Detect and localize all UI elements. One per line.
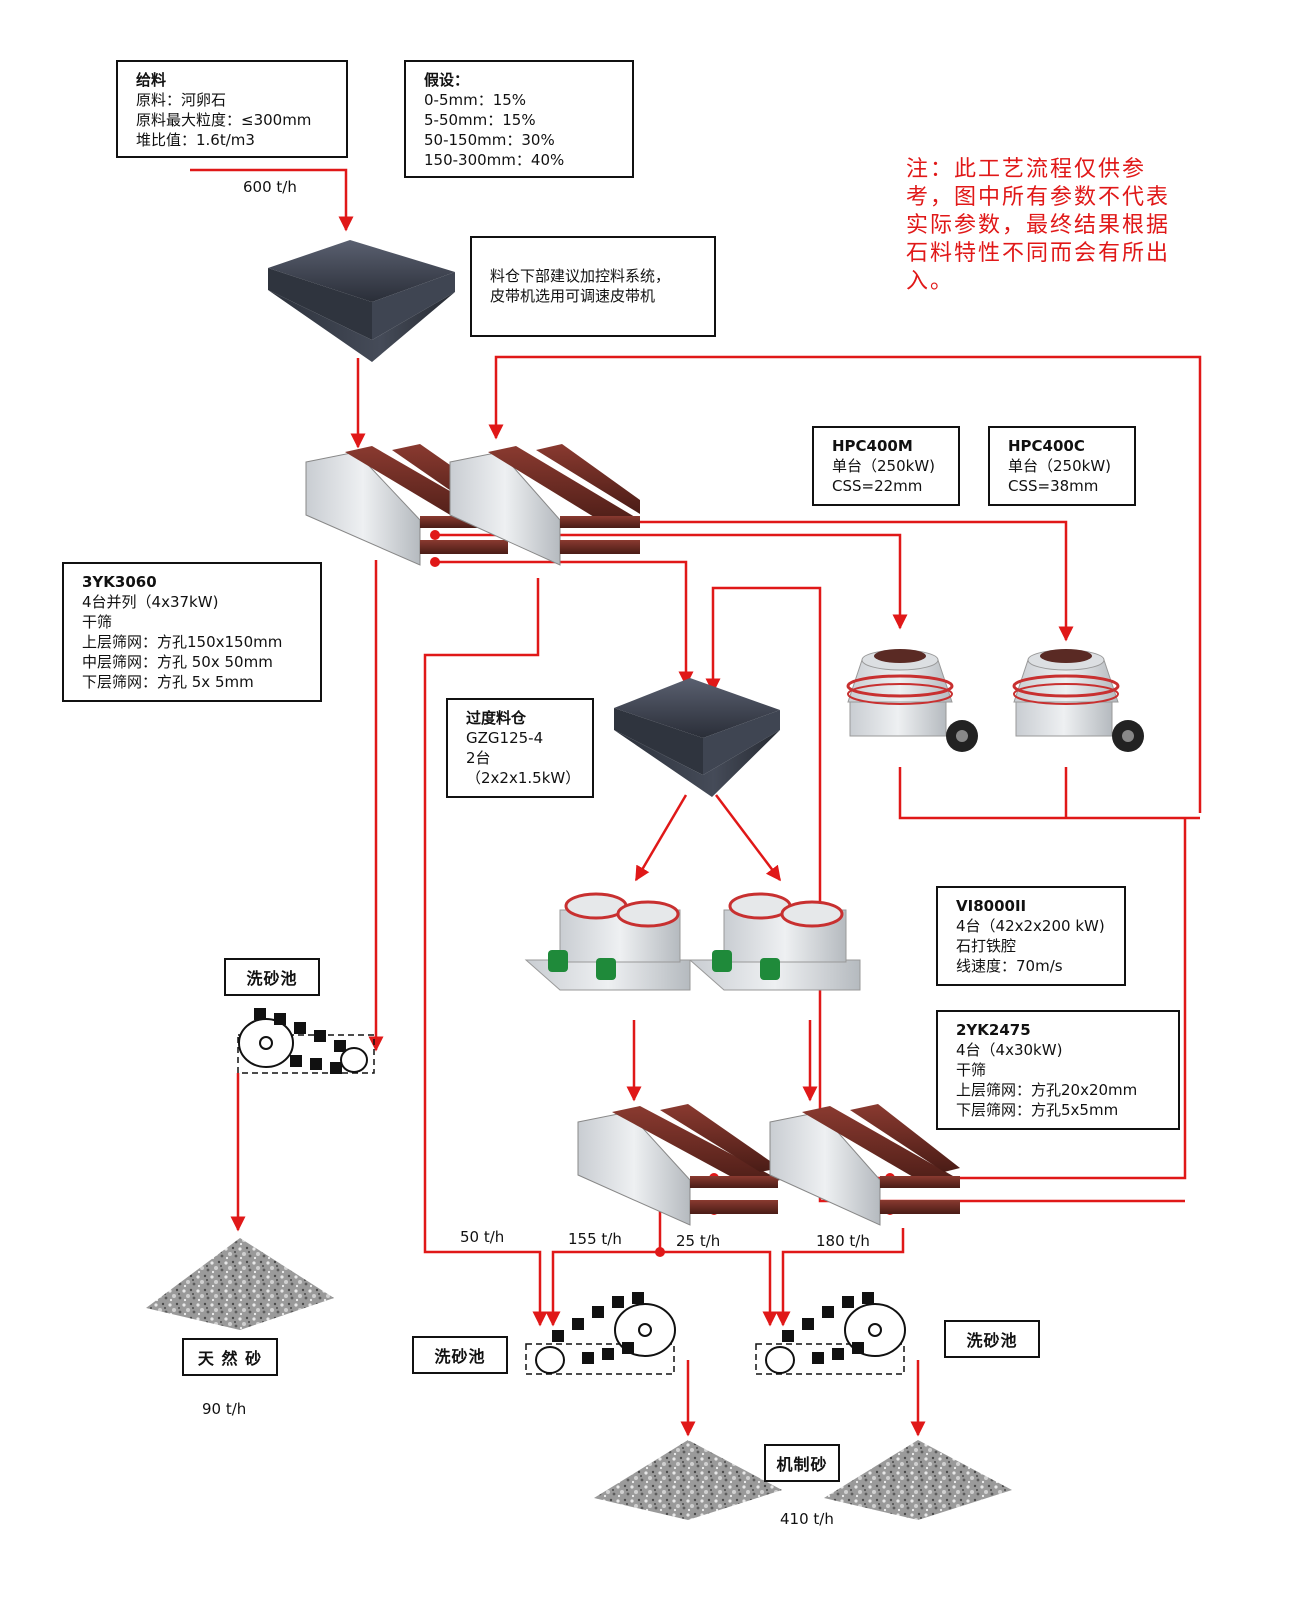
screen-3yk-line: 下层筛网：方孔 5x 5mm: [82, 673, 254, 691]
rate-155: 155 t/h: [568, 1230, 622, 1248]
screen-unit: [577, 1104, 780, 1226]
machine-sand-pile-right: [824, 1440, 1012, 1520]
feed-line: 堆比值：1.6t/m3: [136, 131, 255, 149]
screen-3yk3060-box: 3YK3060 4台并列（4x37kW) 干筛 上层筛网：方孔150x150mm…: [62, 562, 322, 702]
rate-50: 50 t/h: [460, 1228, 505, 1246]
screen-2yk2475-box: 2YK2475 4台（4x30kW) 干筛 上层筛网：方孔20x20mm 下层筛…: [936, 1010, 1180, 1130]
natural-sand-label: 天 然 砂: [182, 1338, 278, 1376]
hopper-note-line: 料仓下部建议加控料系统，: [490, 267, 671, 285]
rate-25: 25 t/h: [676, 1232, 721, 1250]
hpc400c-line: 单台（250kW): [1008, 457, 1112, 475]
vsi-line: 4台（42x2x200 kW): [956, 917, 1105, 935]
wash-pool-label-right: 洗砂池: [944, 1320, 1040, 1358]
feed-info-box: 给料 原料：河卵石 原料最大粒度：≤300mm 堆比值：1.6t/m3: [116, 60, 348, 158]
hpc400m-title: HPC400M: [832, 437, 913, 455]
screen-2yk-title: 2YK2475: [956, 1021, 1031, 1039]
machine-sand-label: 机制砂: [764, 1444, 840, 1482]
screen-3yk-line: 上层筛网：方孔150x150mm: [82, 633, 283, 651]
feed-line: 原料：河卵石: [136, 91, 227, 109]
sand-washer-right: [755, 1292, 906, 1375]
assumption-title: 假设：: [424, 71, 470, 89]
vsi-title: VI8000II: [956, 897, 1027, 915]
buffer-bin-line: （2x2x1.5kW）: [466, 769, 581, 787]
screen-2yk2475: [577, 1104, 960, 1226]
hpc400m-line: CSS=22mm: [832, 477, 923, 495]
screen-3yk-line: 中层筛网：方孔 50x 50mm: [82, 653, 273, 671]
natural-sand-pile: [146, 1238, 334, 1330]
screen-2yk-line: 4台（4x30kW): [956, 1041, 1063, 1059]
feed-rate: 600 t/h: [243, 178, 297, 196]
feed-title: 给料: [136, 71, 167, 89]
screen-3yk-line: 干筛: [82, 613, 113, 631]
cone-crusher-hpc400c: [1012, 649, 1144, 752]
screen-2yk-line: 干筛: [956, 1061, 987, 1079]
vsi-line: 线速度：70m/s: [956, 957, 1063, 975]
hopper-note-box: 料仓下部建议加控料系统， 皮带机选用可调速皮带机: [470, 236, 716, 337]
flow-lines: [190, 168, 1202, 1437]
buffer-bin-line: 2台: [466, 749, 491, 767]
hopper-note-line: 皮带机选用可调速皮带机: [490, 287, 656, 305]
feed-hopper: [268, 240, 455, 362]
vsi-crusher-left: [524, 892, 691, 991]
assumption-box: 假设： 0-5mm：15% 5-50mm：15% 50-150mm：30% 15…: [404, 60, 634, 178]
rate-180: 180 t/h: [816, 1232, 870, 1250]
vsi-crusher-right: [688, 892, 861, 991]
rate-natural-sand: 90 t/h: [202, 1400, 247, 1418]
hpc400c-title: HPC400C: [1008, 437, 1085, 455]
wash-pool-label-mid: 洗砂池: [412, 1336, 508, 1374]
hpc400c-box: HPC400C 单台（250kW) CSS=38mm: [988, 426, 1136, 506]
screen-unit: [769, 1104, 960, 1226]
buffer-bin-box: 过度料仓 GZG125-4 2台 （2x2x1.5kW）: [446, 698, 594, 798]
assumption-line: 150-300mm：40%: [424, 151, 565, 169]
rate-machine-sand: 410 t/h: [780, 1510, 834, 1528]
screen-3yk-title: 3YK3060: [82, 573, 157, 591]
feed-line: 原料最大粒度：≤300mm: [136, 111, 312, 129]
assumption-line: 50-150mm：30%: [424, 131, 555, 149]
buffer-bin-hopper: [614, 678, 780, 797]
wash-pool-label-left: 洗砂池: [224, 958, 320, 996]
hpc400m-line: 单台（250kW): [832, 457, 936, 475]
assumption-line: 5-50mm：15%: [424, 111, 536, 129]
screen-unit: [449, 444, 640, 566]
sand-washer-mid: [525, 1292, 676, 1375]
buffer-bin-title: 过度料仓: [466, 709, 527, 727]
machine-sand-pile-left: [594, 1440, 782, 1520]
screen-2yk-line: 上层筛网：方孔20x20mm: [956, 1081, 1138, 1099]
hpc400c-line: CSS=38mm: [1008, 477, 1099, 495]
sand-washer-left: [237, 1008, 375, 1074]
buffer-bin-line: GZG125-4: [466, 729, 544, 747]
screen-3yk-line: 4台并列（4x37kW): [82, 593, 219, 611]
screen-3yk3060: [305, 444, 640, 566]
hpc400m-box: HPC400M 单台（250kW) CSS=22mm: [812, 426, 960, 506]
cone-crusher-hpc400m: [846, 649, 978, 752]
assumption-line: 0-5mm：15%: [424, 91, 527, 109]
screen-2yk-line: 下层筛网：方孔5x5mm: [956, 1101, 1119, 1119]
vsi-line: 石打铁腔: [956, 937, 1017, 955]
disclaimer-note: 注：此工艺流程仅供参考，图中所有参数不代表实际参数，最终结果根据石料特性不同而会…: [906, 157, 1171, 294]
vsi-box: VI8000II 4台（42x2x200 kW) 石打铁腔 线速度：70m/s: [936, 886, 1126, 986]
